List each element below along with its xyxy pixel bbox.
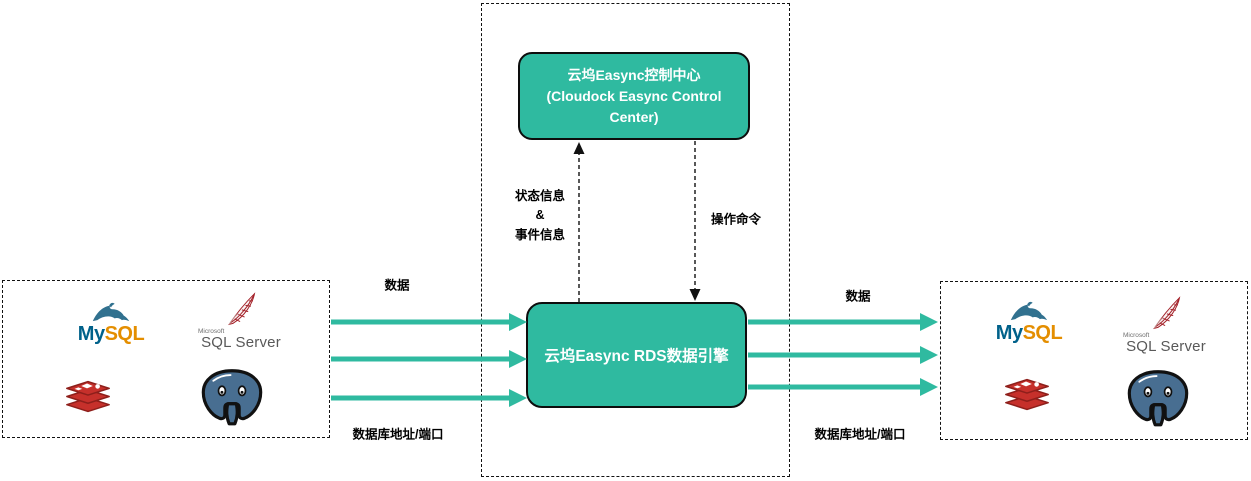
sqlserver-name-text: SQL Server (1126, 338, 1206, 355)
control-center-title-cn: 云坞Easync控制中心 (567, 66, 701, 83)
redis-logo (62, 373, 114, 421)
right-address-label: 数据库地址/端口 (814, 427, 906, 442)
status-label-line2: & (535, 208, 545, 223)
mysql-dolphin-icon (1010, 301, 1048, 320)
postgresql-elephant-icon (1127, 370, 1189, 427)
target-databases-panel: MySQL Microsoft SQL Server (940, 281, 1248, 440)
mysql-word-my: My (77, 322, 105, 345)
redis-icon (1005, 378, 1049, 411)
right-data-label: 数据 (845, 289, 871, 304)
sqlserver-logo: Microsoft SQL Server (196, 290, 286, 352)
mysql-wordmark: MySQL (77, 322, 145, 345)
postgresql-logo (1121, 364, 1195, 434)
control-center-title-en: (Cloudock Easync Control Center) (546, 87, 722, 125)
easync-service-boundary (481, 3, 790, 477)
status-label-line1: 状态信息 (514, 188, 566, 203)
rds-engine-box: 云坞Easync RDS数据引擎 (526, 302, 747, 408)
mysql-dolphin-icon (92, 302, 130, 321)
sqlserver-swirl-icon (1153, 296, 1180, 329)
mysql-logo: MySQL (56, 297, 166, 347)
postgresql-logo (195, 363, 269, 433)
sqlserver-name-text: SQL Server (201, 334, 281, 351)
postgresql-elephant-icon (201, 369, 263, 426)
redis-logo (1001, 371, 1053, 419)
sqlserver-microsoft-text: Microsoft (1123, 331, 1150, 339)
mysql-logo: MySQL (974, 296, 1084, 346)
mysql-word-my: My (995, 321, 1023, 344)
command-connector-label: 操作命令 (710, 212, 762, 227)
sqlserver-swirl-icon (228, 292, 255, 325)
status-connector-label: 状态信息 & 事件信息 (515, 187, 565, 245)
redis-icon (66, 380, 110, 413)
rds-engine-label: 云坞Easync RDS数据引擎 (544, 348, 729, 365)
source-databases-panel: MySQL Microsoft SQL Server (2, 280, 330, 438)
mysql-word-sql: SQL (104, 322, 145, 345)
left-data-label: 数据 (384, 278, 410, 293)
control-center-box: 云坞Easync控制中心 (Cloudock Easync Control Ce… (518, 52, 750, 140)
mysql-word-sql: SQL (1022, 321, 1063, 344)
sqlserver-logo: Microsoft SQL Server (1121, 294, 1211, 356)
mysql-wordmark: MySQL (995, 321, 1063, 344)
left-address-label: 数据库地址/端口 (352, 427, 444, 442)
sqlserver-microsoft-text: Microsoft (198, 327, 225, 335)
status-label-line3: 事件信息 (514, 227, 566, 242)
